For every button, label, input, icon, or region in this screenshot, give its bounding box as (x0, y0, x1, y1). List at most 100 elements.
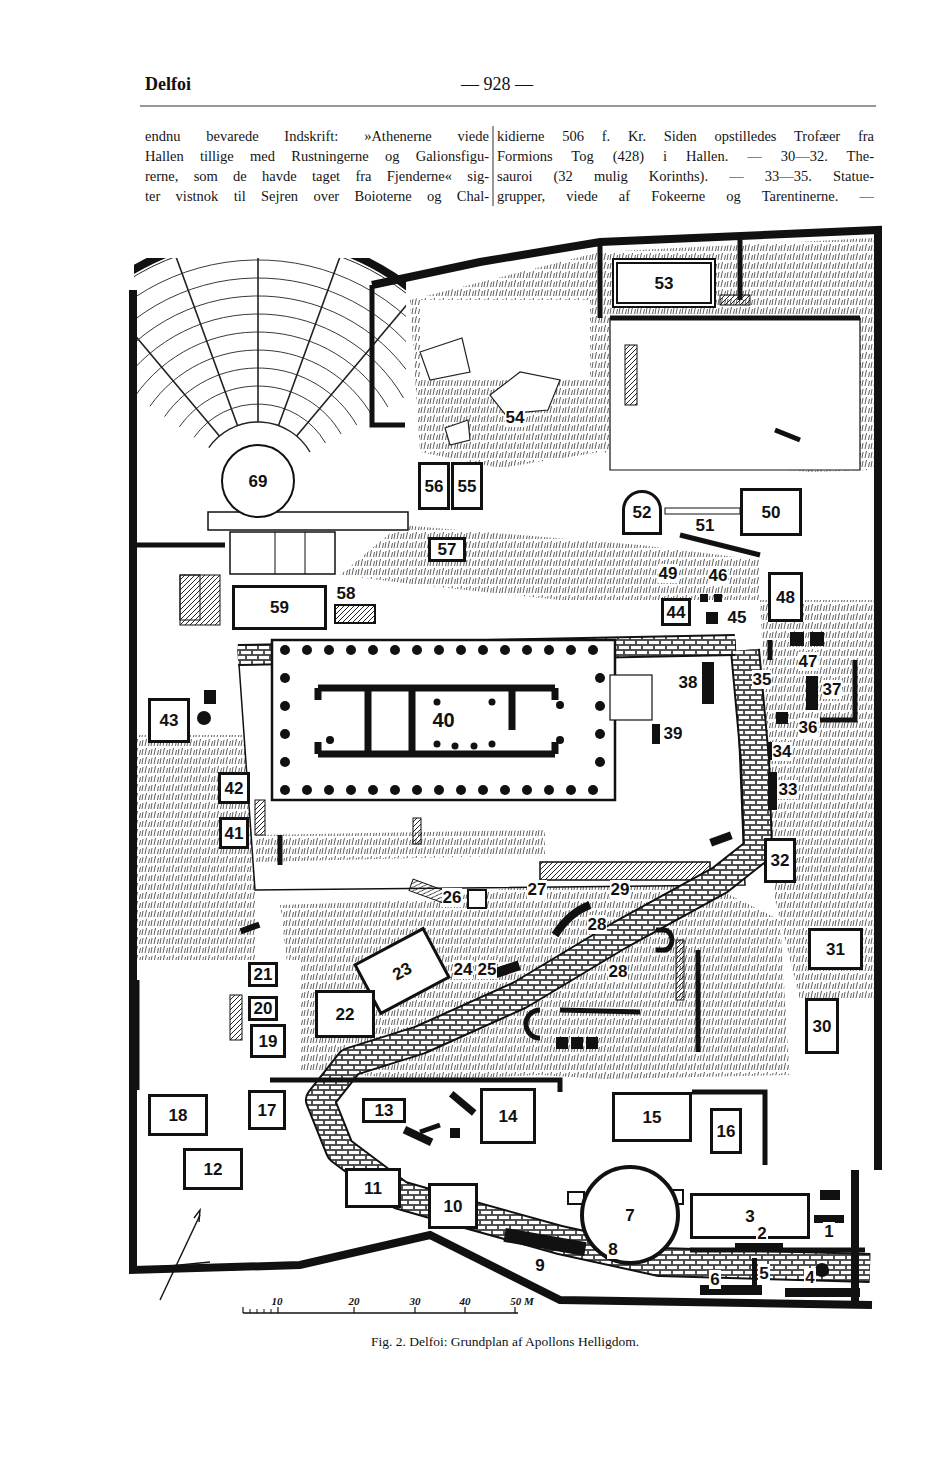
callout-text: 6 (709, 1270, 720, 1289)
callout-number: 58 (336, 585, 357, 603)
building-box: 10 (428, 1183, 478, 1229)
callout-text: 26 (442, 888, 463, 907)
callout-text: 46 (708, 566, 729, 585)
callout-text: 2 (756, 1224, 767, 1243)
temple-terrace (238, 640, 745, 890)
building-box: 32 (764, 838, 796, 883)
callout-number: 46 (708, 567, 729, 585)
callout-text: 5 (758, 1264, 769, 1283)
column-text-line: sauroi (32 mulig Korinths). — 33—35. Sta… (497, 166, 874, 186)
building-number: 57 (437, 541, 458, 558)
callout-number: 47 (798, 653, 819, 671)
callout-text: 35 (752, 670, 773, 689)
building-box: 42 (218, 772, 250, 804)
building-box: 48 (768, 572, 803, 622)
building-box: 19 (250, 1024, 286, 1058)
building-number: 32 (770, 852, 791, 869)
building-box: 12 (183, 1148, 243, 1190)
scale-text: 10 (272, 1295, 283, 1307)
building-number: 43 (159, 712, 180, 729)
building-box: 50 (740, 488, 802, 536)
building-number: 31 (825, 941, 846, 958)
column-text-line: ter vistnok til Sejren over Boioterne og… (145, 186, 489, 206)
building-box: 41 (219, 817, 250, 849)
callout-number: 29 (610, 881, 631, 899)
rock (420, 338, 560, 445)
callout-number: 28 (587, 916, 608, 934)
building-number: 30 (812, 1018, 833, 1035)
callout-number: 27 (527, 881, 548, 899)
building-number: 18 (168, 1107, 189, 1124)
building-box: 11 (345, 1168, 401, 1208)
building-box: 21 (248, 962, 279, 987)
callout-number: 6 (709, 1271, 720, 1289)
column-text-line: Hallen tillige med Rustningerne og Galio… (145, 146, 489, 166)
building-box: 59 (232, 585, 327, 630)
building-number: 41 (224, 825, 245, 842)
building-number: 7 (624, 1207, 635, 1224)
callout-text: 45 (727, 608, 748, 627)
building-number: 3 (744, 1208, 755, 1225)
callout-number: 5 (758, 1265, 769, 1283)
building-box: 44 (661, 598, 692, 626)
monument-outline (198, 605, 828, 1276)
column-text-line: Formions Tog (428) i Hallen. — 30—32. Th… (497, 146, 874, 166)
building-box: 53 (612, 258, 716, 308)
callout-text: 58 (336, 584, 357, 603)
peribolos-wall (133, 230, 878, 1305)
building-number: 56 (424, 478, 445, 495)
building-number: 14 (498, 1108, 519, 1125)
callout-text: 24 (453, 960, 474, 979)
building-number: 15 (642, 1109, 663, 1126)
building-box: 15 (612, 1092, 692, 1142)
callout-text: 28 (608, 962, 629, 981)
building-box: 55 (451, 462, 483, 510)
callout-text: 27 (527, 880, 548, 899)
callout-number: 25 (477, 961, 498, 979)
building-number: 48 (775, 589, 796, 606)
building-number: 11 (363, 1180, 383, 1197)
building-number: 20 (253, 1000, 274, 1017)
scale-text: 30 (410, 1295, 421, 1307)
callout-number: 1 (823, 1223, 834, 1241)
figure-caption: Fig. 2. Delfoi: Grundplan af Apollons He… (371, 1334, 639, 1350)
column-text-line: rerne, som de havde taget fra Fjenderne«… (145, 166, 489, 186)
monument-base (204, 594, 860, 1297)
scale-text: 20 (349, 1295, 360, 1307)
scale-bar (243, 1307, 518, 1313)
building-number: 42 (224, 780, 245, 797)
callout-text: 51 (695, 516, 716, 535)
building-number: 10 (443, 1198, 464, 1215)
text-line: sauroi (32 mulig Korinths). — 33—35. Sta… (497, 168, 874, 184)
stairs (180, 295, 750, 1040)
callout-text: 29 (610, 880, 631, 899)
callout-number: 36 (798, 719, 819, 737)
scale-label: 30 (410, 1291, 421, 1309)
building-box: 57 (428, 537, 466, 562)
scale-label: 20 (349, 1291, 360, 1309)
building-box: 17 (248, 1090, 286, 1130)
building-box: 30 (805, 998, 839, 1054)
building-number: 12 (203, 1161, 224, 1178)
callout-number: 49 (658, 565, 679, 583)
callout-number: 54 (505, 409, 526, 427)
text-line: endnu bevarede Indskrift: »Athenerne vie… (145, 128, 489, 144)
caption-text: Fig. 2. Delfoi: Grundplan af Apollons He… (371, 1334, 639, 1349)
scale-label: 10 (272, 1291, 283, 1309)
building-box: 3 (690, 1193, 810, 1239)
scale-text: 50 M (510, 1295, 534, 1307)
callout-number: 35 (752, 671, 773, 689)
callout-number: 45 (727, 609, 748, 627)
callout-text: 9 (534, 1256, 545, 1275)
running-head-text: Delfoi (145, 74, 191, 94)
building-box: 13 (362, 1098, 406, 1123)
temple (272, 640, 652, 800)
callout-number: 28 (608, 963, 629, 981)
callout-text: 36 (798, 718, 819, 737)
column-text-line: grupper, viede af Fokeerne og Tarentiner… (497, 186, 874, 206)
callout-number: 33 (778, 781, 799, 799)
building-number: 59 (269, 599, 290, 616)
callout-number: 34 (772, 743, 793, 761)
callout-text: 49 (658, 564, 679, 583)
callout-number: 2 (756, 1225, 767, 1243)
